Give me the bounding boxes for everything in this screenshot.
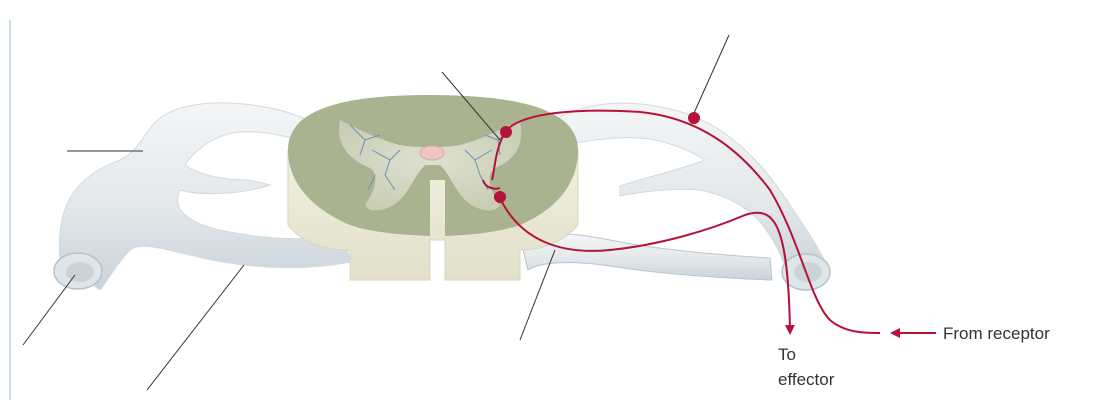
to-effector-label-line2: effector: [778, 370, 835, 389]
central-canal: [420, 146, 444, 160]
leader-line-6: [694, 35, 729, 113]
synapse-dot-upper: [500, 126, 512, 138]
from-receptor-label: From receptor: [943, 324, 1050, 343]
to-effector-label-line1: To: [778, 345, 796, 364]
motor-cell-body: [494, 191, 506, 203]
sensory-cell-body: [688, 112, 700, 124]
leader-line-2: [23, 275, 75, 345]
leader-line-3: [147, 265, 244, 390]
